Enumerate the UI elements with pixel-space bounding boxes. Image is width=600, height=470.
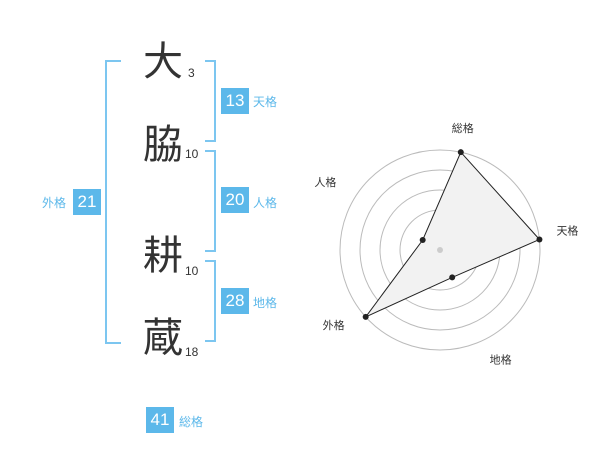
chikaku-label: 地格 — [253, 296, 278, 310]
name-char-4: 蔵 — [143, 315, 183, 361]
radar-center-dot — [437, 247, 443, 253]
radar-point-1 — [457, 149, 464, 156]
name-char-2: 脇 — [143, 122, 183, 168]
tenkaku-label: 天格 — [253, 95, 278, 109]
soukaku-value: 41 — [146, 407, 174, 433]
jinkaku-bracket — [205, 150, 216, 252]
gaikaku-bracket — [105, 60, 121, 344]
radar-points — [362, 149, 543, 320]
chikaku-bracket — [205, 260, 216, 342]
radar-point-5 — [419, 237, 426, 243]
stroke-count-3: 10 — [185, 264, 199, 278]
radar-point-4 — [362, 313, 369, 320]
radar-axis-label-4: 外格 — [323, 318, 345, 332]
gaikaku-label: 外格 — [42, 196, 67, 210]
radar-area — [365, 151, 541, 318]
radar-ring — [339, 149, 541, 351]
radar-axis-label-1: 総格 — [452, 121, 474, 135]
chikaku-value: 28 — [221, 288, 249, 314]
radar-point-2 — [536, 236, 543, 243]
name-char-1: 大 — [143, 39, 183, 85]
radar-axis-label-2: 天格 — [556, 224, 578, 238]
radar-point-3 — [449, 274, 456, 281]
radar-ring — [359, 169, 521, 331]
stroke-count-2: 10 — [185, 147, 199, 161]
gaikaku-value: 21 — [73, 189, 101, 215]
name-char-3: 耕 — [143, 233, 183, 279]
tenkaku-value: 13 — [221, 88, 249, 114]
soukaku-label: 総格 — [179, 415, 204, 429]
stroke-count-4: 18 — [185, 345, 199, 359]
stroke-count-1: 3 — [188, 66, 195, 80]
tenkaku-bracket — [205, 60, 216, 142]
jinkaku-value: 20 — [221, 187, 249, 213]
radar-axis-label-5: 人格 — [314, 175, 336, 189]
jinkaku-label: 人格 — [253, 196, 278, 210]
radar-axis-label-3: 地格 — [490, 352, 512, 366]
